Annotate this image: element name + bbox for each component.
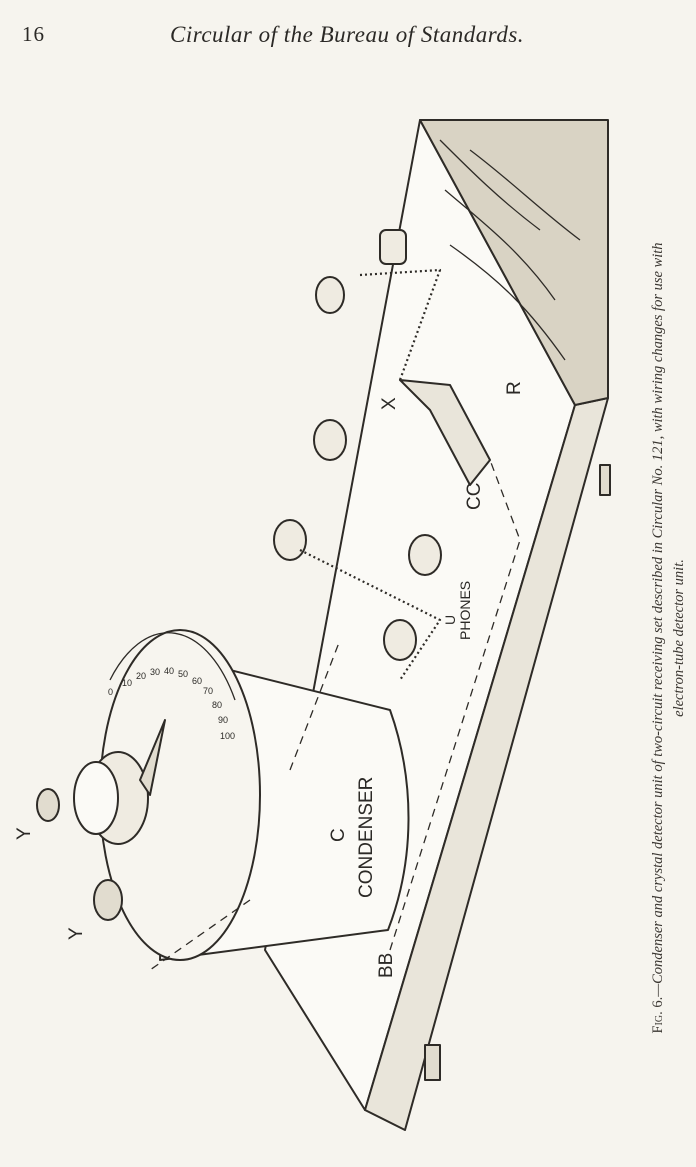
label-y-top: Y [14, 827, 35, 840]
dial-tick: 20 [136, 671, 146, 681]
label-condenser-word: CONDENSER [356, 777, 377, 898]
label-u: U [442, 615, 458, 625]
baseboard-end [419, 119, 609, 406]
label-phones: PHONES [457, 581, 473, 640]
dial-tick: 0 [108, 687, 113, 697]
wiring-dashed [149, 459, 521, 971]
dial-tick: 100 [220, 731, 235, 741]
line-drawing: C CONDENSER Y Y X R CC PHONES BB U 0 10 … [14, 119, 611, 1131]
dial-tick: 90 [218, 715, 228, 725]
base-foot-bottom [424, 1044, 441, 1081]
caption-lead: Fig. 6. [650, 996, 666, 1034]
dial-tick: 40 [164, 666, 174, 676]
caption-line-2: electron-tube detector unit. [671, 559, 687, 717]
caption-text-1: —Condenser and crystal detector unit of … [650, 242, 666, 997]
dial-tick: 60 [192, 676, 202, 686]
base-foot-top [599, 464, 611, 496]
dial-pointer [139, 719, 166, 796]
label-cc: CC [464, 483, 485, 510]
terminal-y-bottom [93, 879, 123, 921]
wiring-dotted [299, 268, 442, 681]
knob-top [73, 761, 119, 835]
label-r: R [504, 381, 525, 395]
caption-line-1: Fig. 6.—Condenser and crystal detector u… [648, 128, 669, 1148]
figure-6-illustration: C CONDENSER Y Y X R CC PHONES BB U 0 10 … [0, 80, 696, 1160]
crystal-clip [399, 379, 491, 486]
terminal-y-top [36, 788, 60, 822]
figure-caption: Fig. 6.—Condenser and crystal detector u… [648, 128, 690, 1148]
binding-posts [273, 229, 442, 661]
dial-tick: 80 [212, 700, 222, 710]
page-number: 16 [22, 22, 45, 46]
dial-ticks: 0 10 20 30 40 50 60 70 80 90 100 [108, 666, 235, 741]
label-bb: BB [376, 953, 397, 978]
dial-scale [109, 632, 236, 701]
dial-tick: 50 [178, 669, 188, 679]
wood-grain [439, 139, 581, 361]
label-y-bottom: Y [66, 927, 87, 940]
label-condenser-letter: C [328, 828, 349, 842]
label-x: X [379, 397, 400, 410]
page-header: 16 Circular of the Bureau of Standards. [0, 22, 696, 62]
dial-tick: 70 [203, 686, 213, 696]
running-head: Circular of the Bureau of Standards. [170, 22, 525, 47]
dial-tick: 30 [150, 667, 160, 677]
dial-tick: 10 [122, 678, 132, 688]
